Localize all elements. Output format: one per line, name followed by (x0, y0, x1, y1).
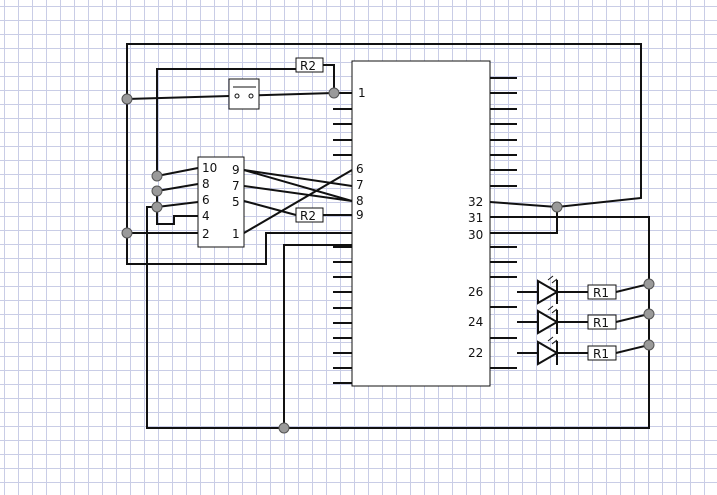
push-switch (228, 78, 260, 110)
connector-pin-5-label: 5 (232, 195, 240, 209)
led-icon (537, 336, 559, 366)
resistor-r2-mid-label: R2 (300, 209, 316, 223)
junction-node (643, 308, 655, 320)
junction-nodes (121, 87, 655, 434)
wire-pin30 (490, 207, 558, 234)
junction-node (643, 278, 655, 290)
resistor-r1-a-label: R1 (593, 286, 609, 300)
connector-pin-1-label: 1 (232, 227, 240, 241)
wire-left-vertical (126, 99, 352, 265)
led-icon (537, 305, 559, 335)
wire-r2-top-out (323, 64, 335, 93)
connector-pin-6-label: 6 (202, 193, 210, 207)
mcu-pin-6-label: 6 (356, 162, 364, 176)
mcu-pin-32-label: 32 (468, 195, 483, 209)
connector-pin-4-label: 4 (202, 209, 210, 223)
junction-node (328, 87, 340, 99)
resistor-r2-top: R2 (295, 57, 324, 73)
connector-pin-10-label: 10 (202, 161, 217, 175)
wire-c1-to-p6 (243, 169, 353, 234)
junction-node (121, 93, 133, 105)
wire-top-loop (126, 43, 642, 208)
resistor-r2-mid: R2 (295, 207, 324, 223)
resistor-r1-a: R1 (587, 284, 617, 300)
wire-c6 (156, 201, 199, 208)
junction-node (551, 201, 563, 213)
resistor-r1-b: R1 (587, 314, 617, 330)
mcu-pin-8-label: 8 (356, 194, 364, 208)
resistor-r1-c-label: R1 (593, 347, 609, 361)
mcu-pin-9-label: 9 (356, 208, 364, 222)
mcu-right-pins (490, 77, 517, 369)
junction-node (121, 227, 133, 239)
connector-pin-2-label: 2 (202, 227, 210, 241)
wire-c10 (156, 167, 199, 177)
resistor-r1-c: R1 (587, 345, 617, 361)
connector-pin-9-label: 9 (232, 163, 240, 177)
wire-pin32 (489, 201, 558, 208)
mcu-pin-30-label: 30 (468, 228, 483, 242)
junction-node (278, 422, 290, 434)
mcu-pin-26-label: 26 (468, 285, 483, 299)
wire-c7-b (243, 169, 353, 187)
junction-node (643, 339, 655, 351)
mcu-left-pins (333, 92, 352, 384)
junction-node (151, 185, 163, 197)
mcu-pin-7-label: 7 (356, 178, 364, 192)
connector-pin-8-label: 8 (202, 177, 210, 191)
resistor-r2-top-label: R2 (300, 59, 316, 73)
wire-r2-top (156, 68, 296, 176)
connector-pin-7-label: 7 (232, 179, 240, 193)
wire-c9-to-p8 (243, 169, 353, 202)
mcu-pin-1-label: 1 (358, 86, 366, 100)
wire-pin31 (146, 206, 650, 429)
junction-node (151, 170, 163, 182)
junction-node (151, 201, 163, 213)
led-icon (537, 275, 559, 305)
mcu-pin-31-label: 31 (468, 211, 483, 225)
wire-c7-to-p7 (243, 185, 353, 202)
resistor-r1-b-label: R1 (593, 316, 609, 330)
wire-lower-left (283, 244, 352, 428)
microcontroller-body (351, 60, 491, 387)
mcu-pin-22-label: 22 (468, 346, 483, 360)
wire-c4 (156, 191, 198, 225)
mcu-pin-24-label: 24 (468, 315, 483, 329)
wire-c8 (156, 183, 199, 192)
wires (126, 43, 650, 429)
wire-c5-to-r2 (243, 200, 297, 216)
